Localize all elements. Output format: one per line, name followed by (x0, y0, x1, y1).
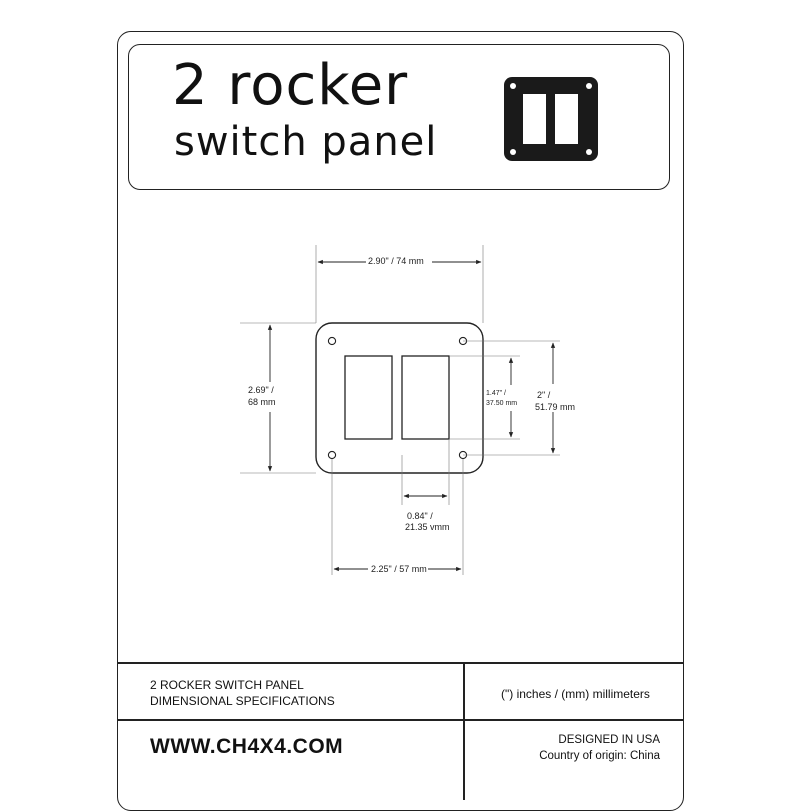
units-note: (") inches / (mm) millimeters (501, 687, 650, 701)
label-overall-height-line1: 2.69" / (248, 385, 274, 395)
label-cutout-height-line2: 37.50 mm (486, 400, 518, 407)
label-cutout-height-line1: 1.47" / (486, 390, 506, 397)
title-box (128, 44, 670, 190)
switch-panel-thumbnail-icon (504, 77, 598, 161)
label-hole-horizontal: 2.25" / 57 mm (371, 564, 427, 574)
panel-outline (315, 322, 484, 474)
website-url: WWW.CH4X4.COM (150, 735, 344, 758)
cutout-left (344, 355, 393, 440)
footer-divider-top (117, 662, 684, 664)
hole-top-left (327, 336, 337, 346)
label-overall-width: 2.90" / 74 mm (368, 256, 424, 266)
country-of-origin: Country of origin: China (539, 750, 660, 762)
label-cutout-gap-line2: 21.35 vmm (405, 522, 450, 532)
hole-bottom-left (327, 450, 337, 460)
footer-divider-vertical (463, 662, 465, 800)
spec-title-line2: DIMENSIONAL SPECIFICATIONS (150, 694, 335, 708)
label-hole-vertical-line1: 2" / (537, 390, 551, 400)
spec-title-line1: 2 ROCKER SWITCH PANEL (150, 678, 304, 692)
label-cutout-gap-line1: 0.84" / (407, 511, 433, 521)
label-hole-vertical-line2: 51.79 mm (535, 402, 576, 412)
cutout-right (401, 355, 450, 440)
footer-divider-middle (117, 719, 684, 721)
designed-in-usa: DESIGNED IN USA (558, 734, 660, 746)
title-line-2: switch panel (174, 119, 438, 165)
label-overall-height-line2: 68 mm (248, 397, 276, 407)
title-line-1: 2 rocker (172, 53, 409, 118)
